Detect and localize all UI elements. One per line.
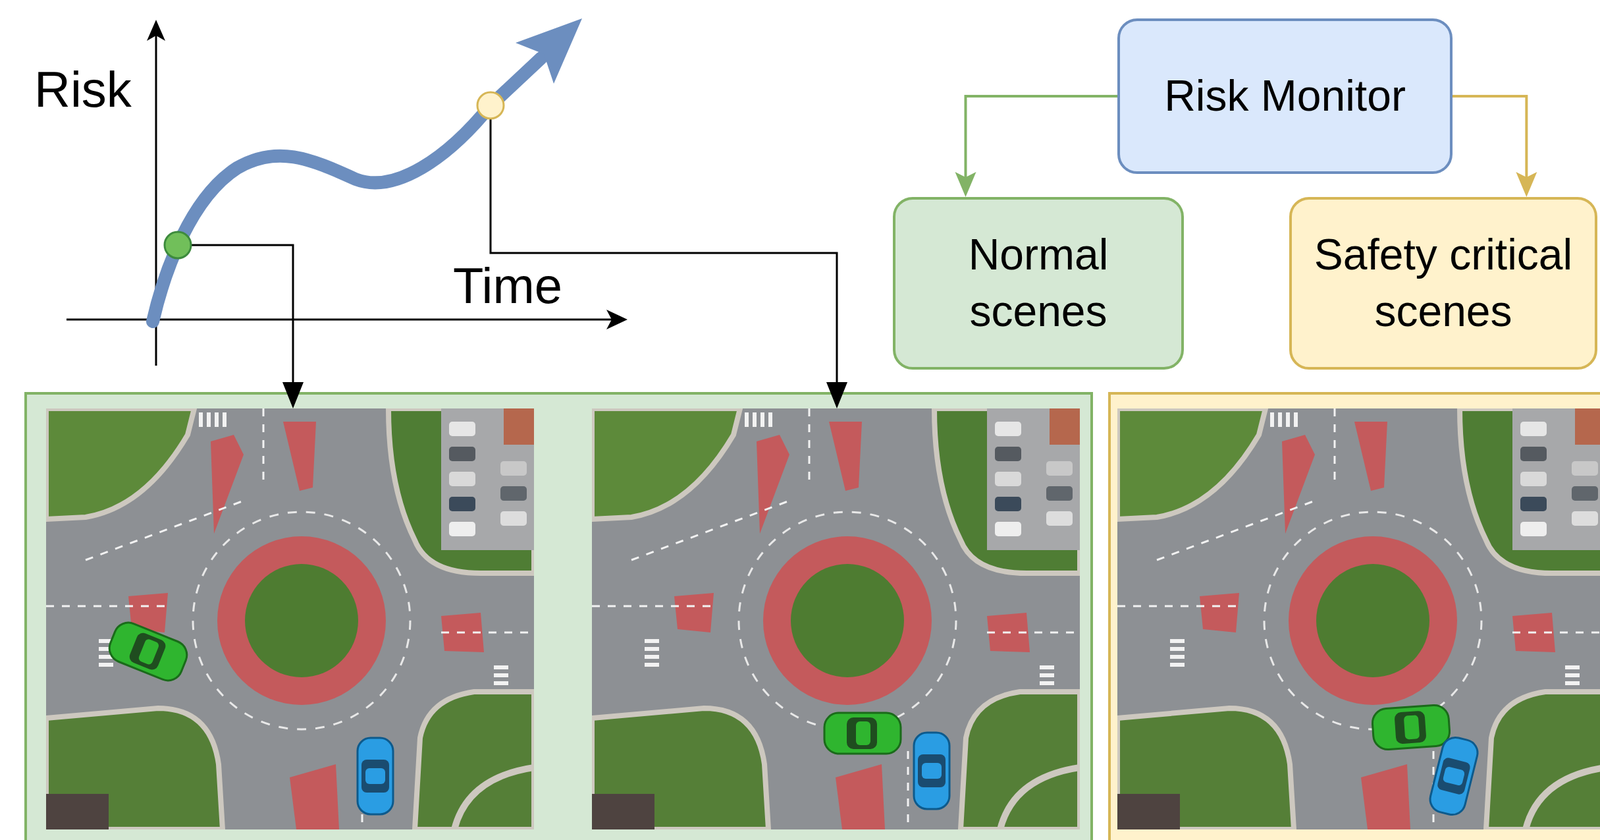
axis-label: Risk — [34, 64, 132, 115]
critical-panel — [1109, 393, 1600, 840]
scene-class-box: Safety critical scenes — [1289, 196, 1598, 370]
risk-plot — [66, 18, 848, 409]
roundabout-image — [1117, 408, 1600, 829]
roundabout-image — [591, 408, 1080, 829]
roundabout-image — [46, 408, 534, 829]
connector — [1452, 96, 1537, 197]
risk-point — [477, 92, 504, 119]
monitor-box: Risk Monitor — [1117, 18, 1453, 174]
axis-label: Time — [453, 260, 563, 311]
node-text: Normal scenes — [939, 226, 1138, 340]
node-text: Risk Monitor — [1164, 67, 1406, 125]
node-text: Safety critical scenes — [1303, 226, 1583, 340]
connector — [955, 96, 1119, 197]
normal-panel — [25, 393, 1092, 840]
scene-class-box: Normal scenes — [892, 196, 1184, 370]
risk-point — [164, 231, 191, 259]
